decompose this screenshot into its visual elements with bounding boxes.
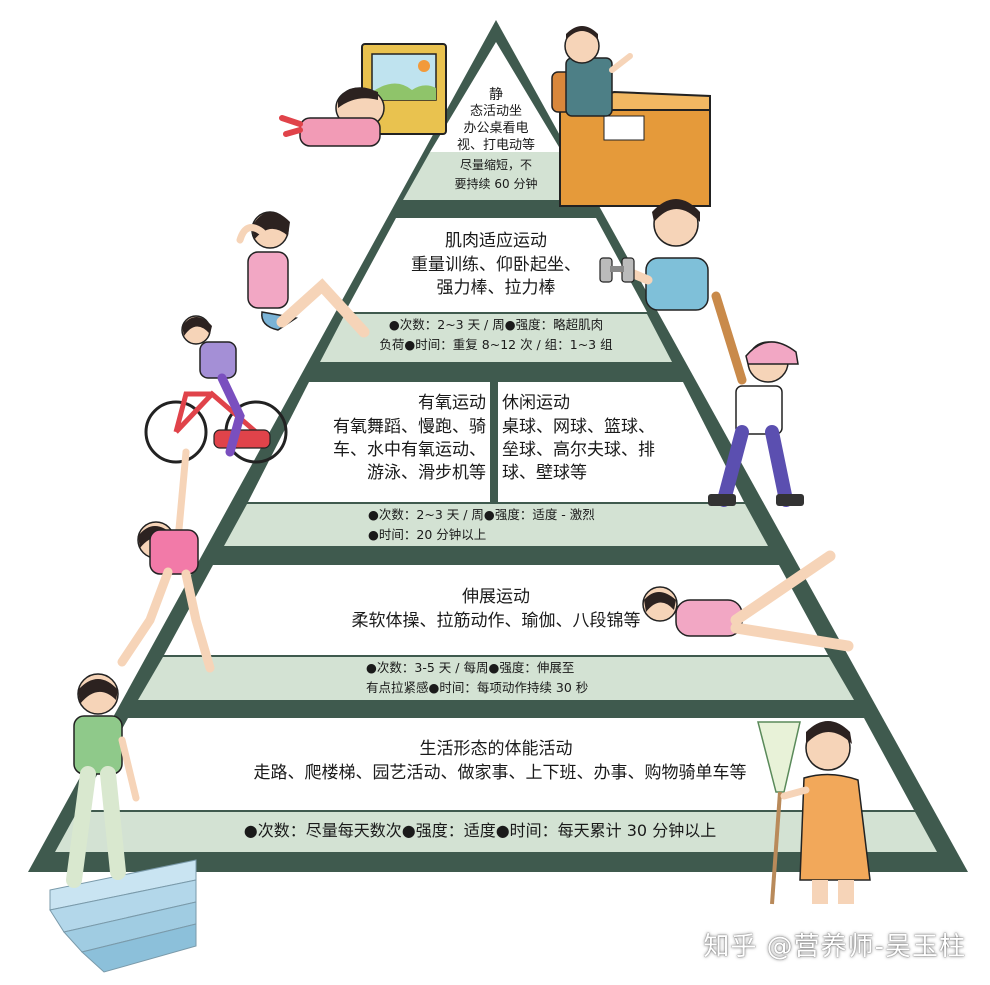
tier2-panel — [345, 218, 647, 312]
baseball-player-illustration — [708, 291, 804, 507]
tier1-band — [403, 152, 589, 200]
tier4-body: 柔软体操、拉筋动作、瑜伽、八段锦等 — [351, 611, 641, 631]
tier1-title: 静 — [489, 87, 503, 103]
tier5-body: 走路、爬楼梯、园艺活动、做家事、上下班、办事、购物骑单车等 — [253, 763, 747, 783]
tier1-panel — [430, 42, 562, 152]
office-worker-illustration — [551, 26, 711, 207]
tier1-body: 态活动坐 办公桌看电 视、打电动等 — [456, 104, 535, 153]
watching-tv-illustration — [279, 43, 447, 147]
tier4-band — [138, 657, 854, 700]
tier2-title: 肌肉适应运动 — [445, 231, 547, 251]
tier3-divider — [490, 382, 498, 504]
tier3-right-body: 桌球、网球、篮球、 垒球、高尔夫球、排 球、壁球等 — [502, 417, 655, 483]
dumbbell-woman-illustration — [599, 199, 709, 311]
tier3-band — [224, 504, 768, 546]
tier5-note: ●次数：尽量每天数次●强度：适度●时间：每天累计 30 分钟以上 — [243, 821, 717, 840]
tier5-panel — [78, 718, 914, 810]
broom-woman-illustration — [757, 721, 871, 905]
tier3-note: ●次数：2~3 天 / 周●强度：适度 - 激烈 ●时间：20 分钟以上 — [368, 507, 595, 542]
tier3-right-title: 休闲运动 — [502, 393, 570, 413]
stretching-woman-illustration — [117, 448, 215, 673]
cyclist-illustration — [144, 315, 288, 464]
tier5-title: 生活形态的体能活动 — [419, 739, 573, 759]
tier4-title: 伸展运动 — [462, 587, 530, 607]
tier3-left-title: 有氧运动 — [418, 393, 486, 413]
situp-woman-illustration — [236, 211, 370, 338]
stairs-woman-illustration — [49, 673, 197, 973]
tier2-band — [320, 314, 672, 362]
tier3-left-body: 有氧舞蹈、慢跑、骑 车、水中有氧运动、 游泳、滑步机等 — [333, 417, 486, 483]
tier4-note: ●次数：3-5 天 / 每周●强度：伸展至 有点拉紧感●时间：每项动作持续 30… — [366, 660, 589, 695]
tier2-body: 重量训练、仰卧起坐、 强力棒、拉力棒 — [411, 255, 581, 298]
lying-stretch-woman-illustration — [642, 550, 854, 652]
tier5-band — [55, 812, 937, 852]
watermark: 知乎 @营养师-吴玉柱 — [703, 932, 966, 962]
tier2-note: ●次数：2~3 天 / 周●强度：略超肌肉 负荷●时间：重复 8~12 次 / … — [379, 317, 613, 352]
tier1-note: 尽量缩短，不 要持续 60 分钟 — [454, 158, 538, 191]
